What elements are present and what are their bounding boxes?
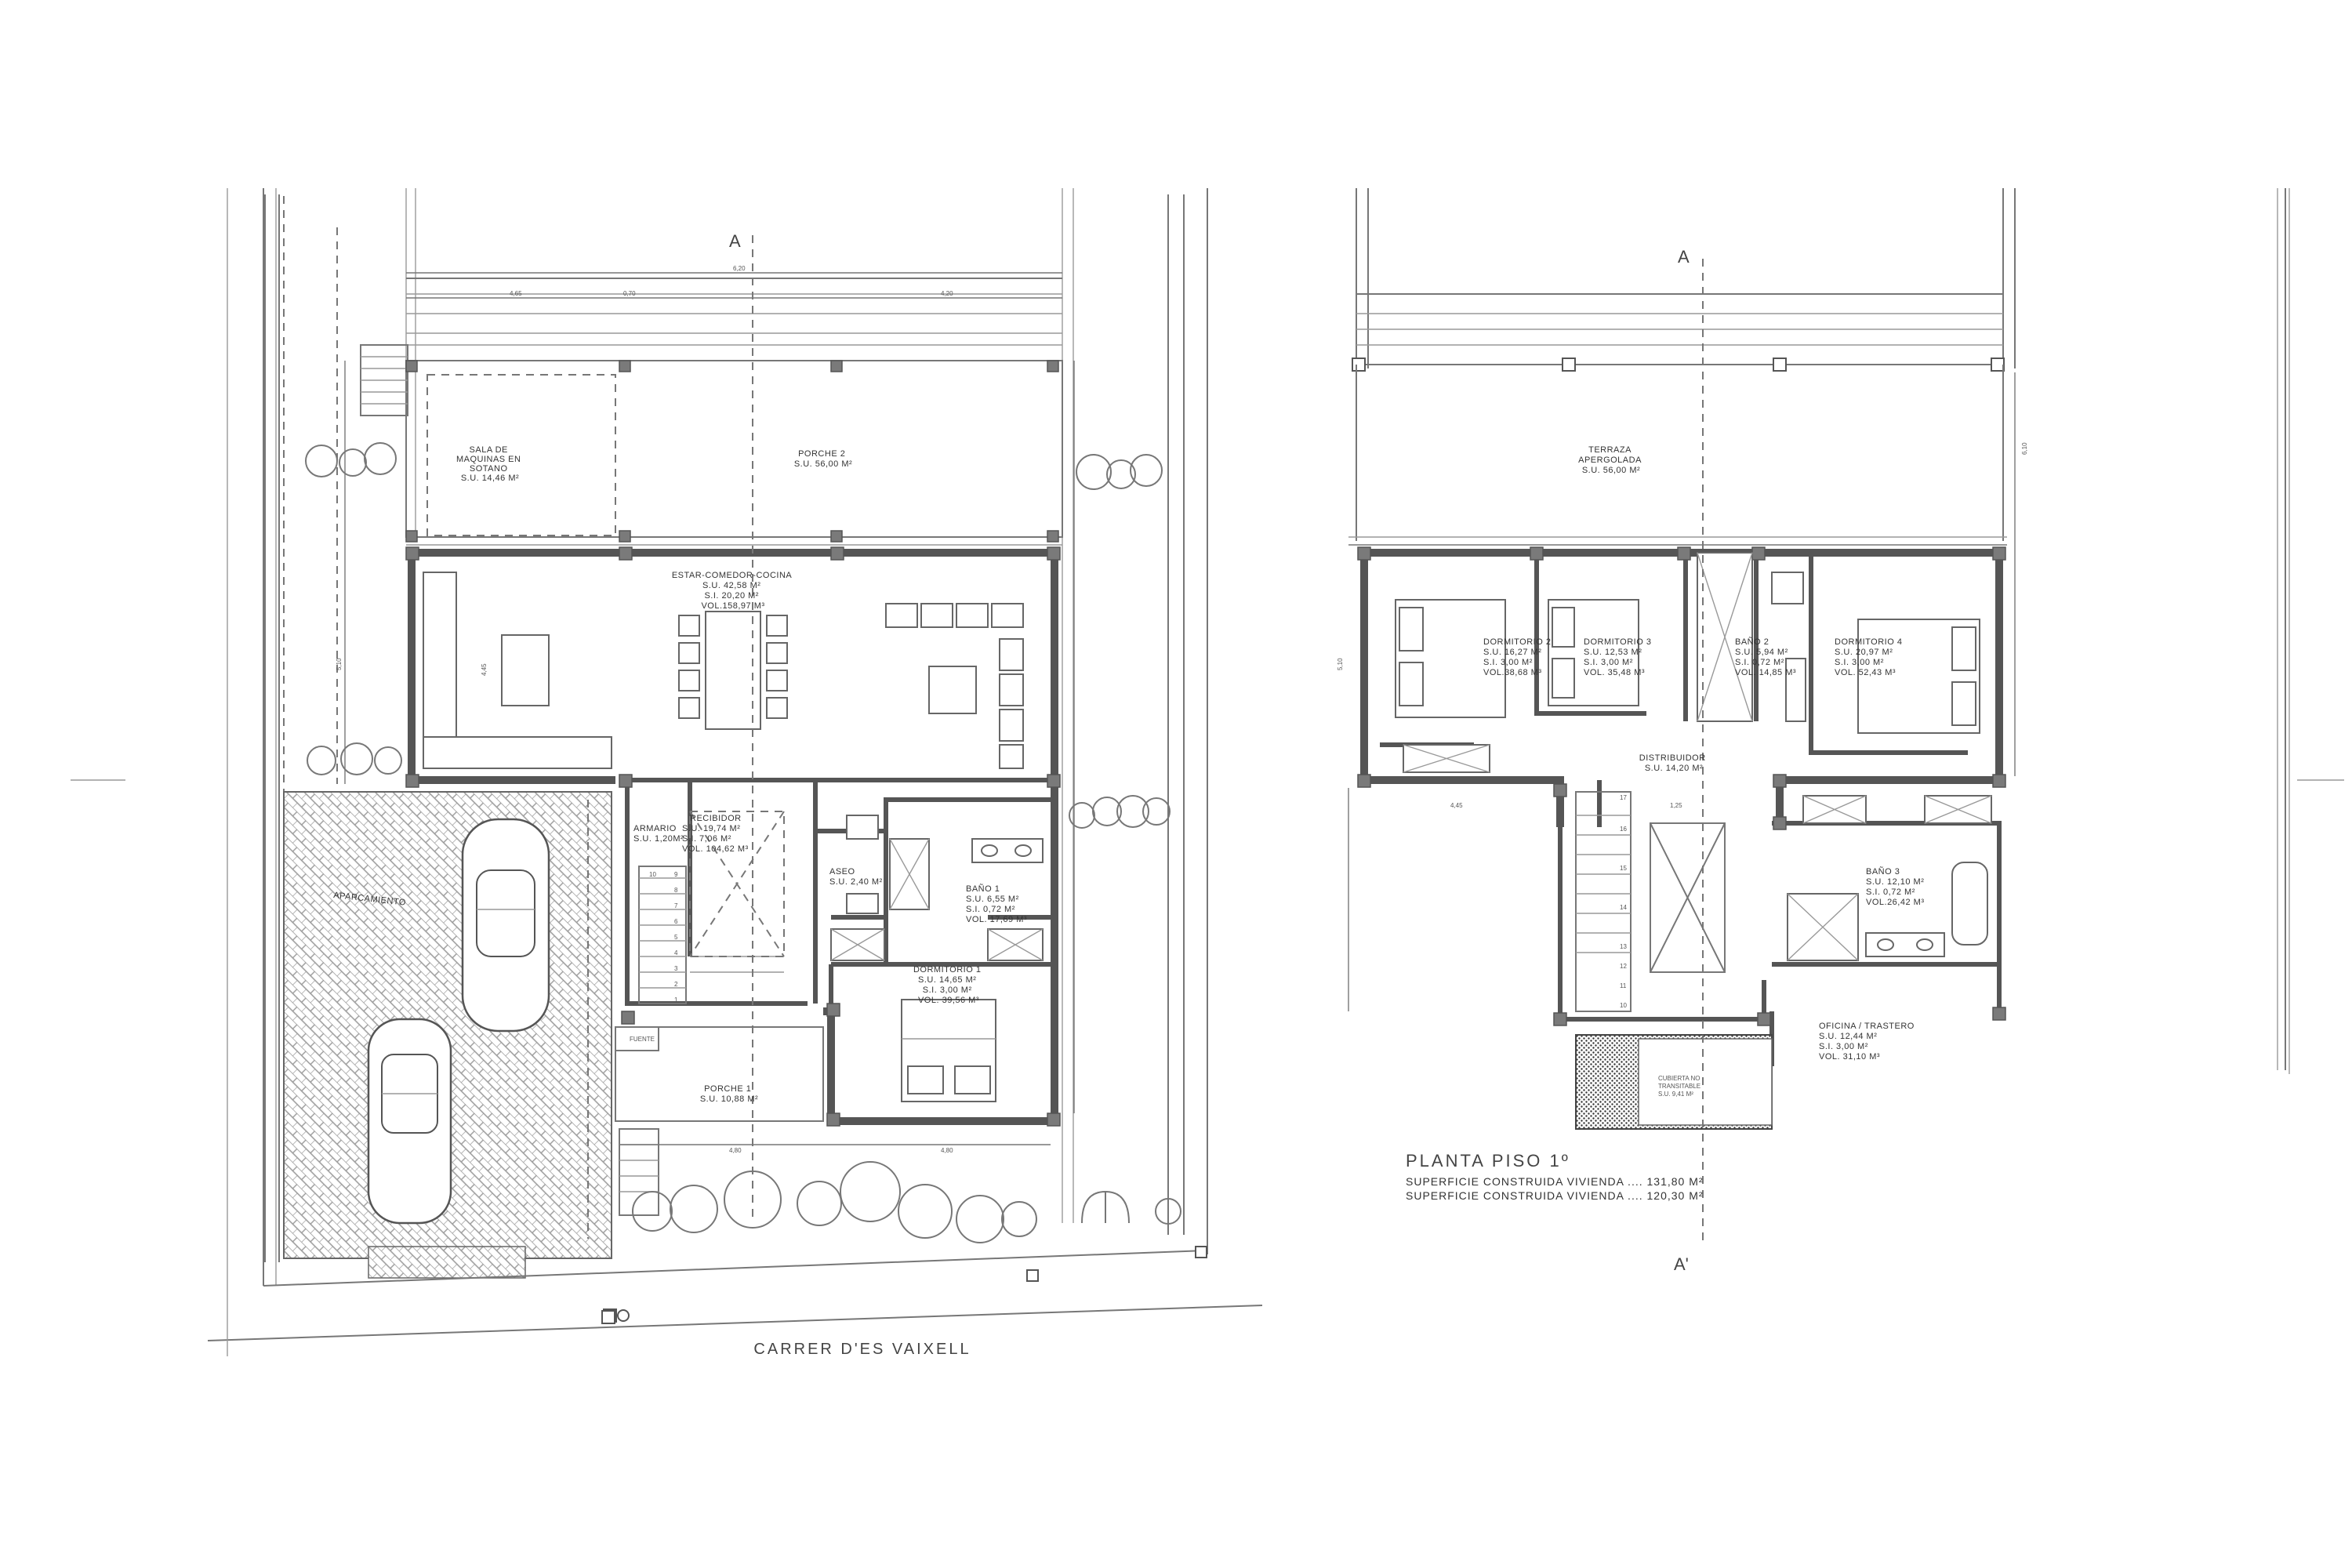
svg-text:2: 2 bbox=[674, 981, 678, 988]
svg-text:3: 3 bbox=[674, 965, 678, 972]
label-cubierta: CUBIERTA NO TRANSITABLE S.U. 9,41 M² bbox=[1658, 1075, 1702, 1098]
svg-text:7: 7 bbox=[674, 902, 678, 909]
label-recibidor: RECIBIDOR S.U. 19,74 M² S.I. 7,06 M² VOL… bbox=[682, 814, 749, 854]
svg-text:1: 1 bbox=[674, 996, 678, 1004]
dim-top-c: 4,20 bbox=[941, 290, 953, 297]
svg-text:13: 13 bbox=[1620, 943, 1627, 950]
svg-text:12: 12 bbox=[1620, 963, 1627, 970]
car-1 bbox=[461, 818, 550, 1033]
label-oficina: OFICINA / TRASTERO S.U. 12,44 M² S.I. 3,… bbox=[1819, 1022, 1917, 1062]
svg-text:4: 4 bbox=[674, 949, 678, 956]
label-dorm4: DORMITORIO 4 S.U. 20,97 M² S.I. 3,00 M² … bbox=[1835, 637, 1905, 677]
svg-text:11: 11 bbox=[1620, 982, 1627, 989]
label-sala: SALA DE MAQUINAS EN SOTANO S.U. 14,46 M² bbox=[456, 445, 524, 483]
left-hedge bbox=[264, 194, 280, 1262]
first-floor-title: PLANTA PISO 1º bbox=[1406, 1151, 1570, 1171]
dim-ff-depth: 5,10 bbox=[1337, 658, 1344, 670]
car-2 bbox=[367, 1018, 452, 1225]
label-dorm1: DORMITORIO 1 S.U. 14,65 M² S.I. 3,00 M² … bbox=[913, 965, 984, 1005]
ground-floor-plan: A bbox=[207, 188, 1263, 1341]
label-fuente: FUENTE bbox=[630, 1036, 655, 1043]
section-marker-top-ff: A bbox=[1678, 247, 1690, 267]
dim-ff-right: 6,10 bbox=[2021, 442, 2028, 455]
dim-bottom-a: 4,80 bbox=[729, 1147, 742, 1154]
label-estar: ESTAR-COMEDOR-COCINA S.U. 42,58 M² S.I. … bbox=[672, 571, 794, 611]
label-dorm3: DORMITORIO 3 S.U. 12,53 M² S.I. 3,00 M² … bbox=[1584, 637, 1654, 677]
dim-gf-side: 5,10 bbox=[336, 658, 343, 670]
dim-stair-w: 1,25 bbox=[1670, 802, 1682, 809]
label-bano2: BAÑO 2 S.U. 5,94 M² S.I. 0,72 M² VOL. 14… bbox=[1735, 637, 1796, 677]
summary-line-1: SUPERFICIE CONSTRUIDA VIVIENDA .... 131,… bbox=[1406, 1175, 1704, 1188]
dim-ff-left: 4,45 bbox=[1450, 802, 1463, 809]
svg-text:8: 8 bbox=[674, 887, 678, 894]
shrubs bbox=[305, 442, 1181, 1243]
street-name: CARRER D'ES VAIXELL bbox=[753, 1341, 971, 1358]
svg-text:17: 17 bbox=[1620, 794, 1627, 801]
label-bano3: BAÑO 3 S.U. 12,10 M² S.I. 0,72 M² VOL.26… bbox=[1866, 866, 1927, 907]
svg-text:10: 10 bbox=[649, 871, 656, 878]
label-dorm2: DORMITORIO 2 S.U. 16,27 M² S.I. 3,00 M² … bbox=[1483, 637, 1554, 677]
label-porche1: PORCHE 1 S.U. 10,88 M² bbox=[700, 1084, 758, 1104]
label-distribuidor: DISTRIBUIDOR S.U. 14,20 M² bbox=[1639, 753, 1708, 773]
first-floor-labels: TERRAZA APERGOLADA S.U. 56,00 M² DORMITO… bbox=[1406, 445, 1927, 1202]
svg-text:5: 5 bbox=[674, 934, 678, 941]
right-hedge bbox=[1167, 194, 1185, 1235]
dim-top-b: 0,70 bbox=[623, 290, 636, 297]
label-porche2: PORCHE 2 S.U. 56,00 M² bbox=[794, 449, 852, 469]
svg-text:6: 6 bbox=[674, 918, 678, 925]
summary-line-2: SUPERFICIE CONSTRUIDA VIVIENDA .... 120,… bbox=[1406, 1189, 1704, 1202]
section-marker-top-gf: A bbox=[729, 231, 741, 251]
svg-text:9: 9 bbox=[674, 871, 678, 878]
dim-bottom-b: 4,80 bbox=[941, 1147, 953, 1154]
dimension-values: 6,20 4,65 0,70 4,20 5,10 4,45 4,80 4,80 … bbox=[336, 265, 2028, 1154]
first-floor-plan: A A' bbox=[1348, 188, 2286, 1274]
section-marker-bottom-ff: A' bbox=[1674, 1254, 1689, 1274]
meter-box bbox=[601, 1309, 630, 1324]
first-floor-stair bbox=[1575, 791, 1632, 1012]
label-aseo: ASEO S.U. 2,40 M² bbox=[829, 867, 883, 887]
gf-step-numbers: 1 2 3 4 5 6 7 8 9 10 bbox=[649, 871, 678, 1004]
label-armario: ARMARIO S.U. 1,20M² bbox=[633, 824, 684, 844]
label-bano1: BAÑO 1 S.U. 6,55 M² S.I. 0,72 M² VOL. 17… bbox=[966, 884, 1027, 924]
svg-text:16: 16 bbox=[1620, 826, 1627, 833]
dim-top-a: 4,65 bbox=[510, 290, 522, 297]
ground-stair bbox=[638, 866, 784, 1004]
svg-text:14: 14 bbox=[1620, 904, 1627, 911]
label-terraza: TERRAZA APERGOLADA S.U. 56,00 M² bbox=[1578, 445, 1644, 475]
svg-text:15: 15 bbox=[1620, 865, 1627, 872]
dim-gf-left: 4,45 bbox=[481, 663, 488, 676]
svg-text:10: 10 bbox=[1620, 1002, 1627, 1009]
dim-top-total: 6,20 bbox=[733, 265, 746, 272]
ff-step-numbers: 10 11 12 13 14 15 16 17 bbox=[1620, 794, 1627, 1009]
